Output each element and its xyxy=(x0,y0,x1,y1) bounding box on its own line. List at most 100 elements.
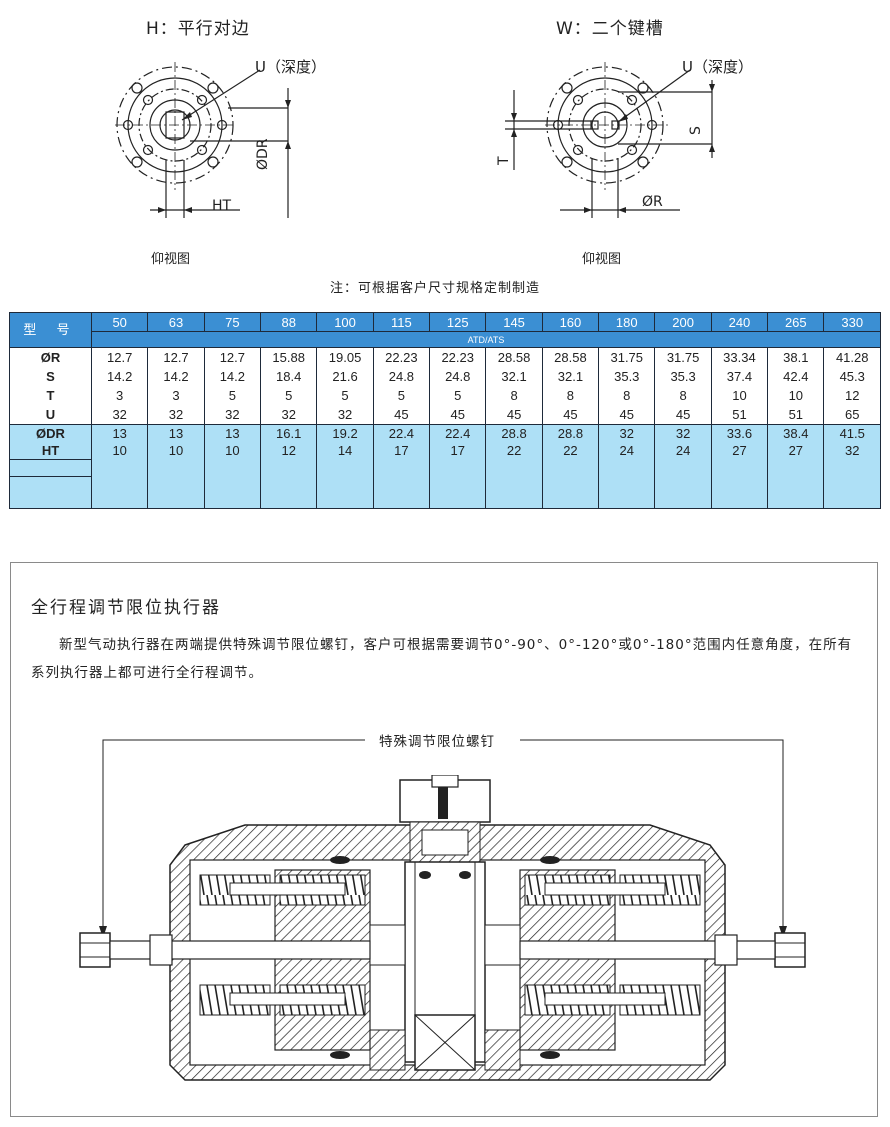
value-s: 21.6 xyxy=(332,369,358,384)
value-t: 12 xyxy=(845,388,860,403)
value-u: 51 xyxy=(788,407,804,422)
value-dr: 22.4 xyxy=(445,426,471,441)
value-u: 32 xyxy=(281,407,296,422)
screw-label: 特殊调节限位螺钉 xyxy=(375,730,499,750)
value-r: 12.7 xyxy=(163,350,189,365)
left-ht-label: HT xyxy=(212,198,232,214)
value-r: 31.75 xyxy=(610,350,644,365)
table-subheader-row: ATD/ATS xyxy=(10,331,881,348)
parallel-flats-bottom-view xyxy=(115,62,291,218)
right-r-label: ØR xyxy=(642,194,663,210)
value-dr: 16.1 xyxy=(276,426,302,441)
value-t: 5 xyxy=(397,388,405,403)
value-s: 45.3 xyxy=(839,369,865,384)
value-ht: 24 xyxy=(619,443,634,458)
table-header-row: 型 号 50 63 75 88 100 115 125 145 160 180 … xyxy=(9,312,881,348)
value-u: 32 xyxy=(168,407,184,422)
label-s: S xyxy=(46,369,55,384)
value-dr: 13 xyxy=(225,426,240,441)
value-dr: 22.4 xyxy=(388,426,415,441)
right-u-depth-label: U（深度） xyxy=(682,58,753,76)
value-r: 28.58 xyxy=(554,350,587,365)
label-dr: ØDR xyxy=(36,426,65,441)
model-cell: 160 xyxy=(541,312,600,332)
label-t: T xyxy=(46,388,55,403)
value-s: 37.4 xyxy=(726,369,753,384)
value-ht: 12 xyxy=(281,443,296,458)
right-t-label: T xyxy=(496,156,512,165)
series-label: ATD/ATS xyxy=(91,331,881,348)
value-u: 65 xyxy=(845,407,860,422)
value-u: 32 xyxy=(112,407,127,422)
left-u-depth-label: U（深度） xyxy=(255,58,326,76)
value-r: 15.88 xyxy=(272,350,305,365)
right-figure-title: W：二个键槽 xyxy=(556,19,664,39)
screw-leader-lines xyxy=(99,739,787,938)
model-cell: 180 xyxy=(598,312,656,332)
value-ht: 32 xyxy=(845,443,860,458)
white-labels-cell: ØR S T U xyxy=(9,347,92,425)
value-r: 41.28 xyxy=(835,350,869,365)
value-u: 51 xyxy=(732,407,747,422)
value-dr: 28.8 xyxy=(501,426,527,441)
model-cell: 125 xyxy=(429,312,487,332)
model-label: 型 号 xyxy=(9,312,92,348)
value-dr: 41.5 xyxy=(839,426,865,441)
value-dr: 13 xyxy=(112,426,127,441)
value-column-white: 41.28 45.3 12 65 xyxy=(823,347,881,425)
right-caption: 仰视图 xyxy=(582,252,622,267)
value-dr: 32 xyxy=(675,426,691,441)
model-cell: 88 xyxy=(260,312,318,332)
value-s: 24.8 xyxy=(388,369,415,384)
model-cell: 145 xyxy=(485,312,543,332)
value-t: 8 xyxy=(623,388,631,403)
value-s: 32.1 xyxy=(557,369,584,384)
value-u: 45 xyxy=(563,407,578,422)
label-ht: HT xyxy=(41,443,60,458)
value-ht: 10 xyxy=(112,443,127,458)
value-column-white: 28.58 32.1 8 45 xyxy=(541,347,600,425)
value-ht: 22 xyxy=(563,443,578,458)
value-t: 8 xyxy=(510,388,518,403)
value-dr: 13 xyxy=(168,426,184,441)
value-t: 8 xyxy=(566,388,575,403)
model-cell: 115 xyxy=(372,312,431,332)
blue-labels-cell: ØDR HT xyxy=(9,424,92,509)
value-s: 32.1 xyxy=(501,369,527,384)
value-u: 45 xyxy=(394,407,409,422)
value-r: 28.58 xyxy=(497,350,531,365)
full-stroke-panel: 全行程调节限位执行器 新型气动执行器在两端提供特殊调节限位螺钉，客户可根据需要调… xyxy=(10,562,878,1117)
model-cell: 200 xyxy=(654,312,712,332)
value-ht: 27 xyxy=(732,443,747,458)
value-u: 32 xyxy=(225,407,240,422)
actuator-cross-section xyxy=(79,775,806,1081)
value-ht: 17 xyxy=(450,443,465,458)
value-s: 42.4 xyxy=(783,369,809,384)
value-r: 31.75 xyxy=(666,350,700,365)
value-s: 35.3 xyxy=(614,369,640,384)
value-u: 45 xyxy=(675,407,691,422)
value-t: 5 xyxy=(228,388,236,403)
custom-note: 注：可根据客户尺寸规格定制制造 xyxy=(330,281,541,296)
value-ht: 10 xyxy=(225,443,240,458)
value-column-blue: 16.1 12 xyxy=(260,424,318,509)
value-dr: 32 xyxy=(619,426,634,441)
value-t: 5 xyxy=(454,388,462,403)
value-u: 32 xyxy=(337,407,353,422)
label-r: ØR xyxy=(40,350,61,365)
